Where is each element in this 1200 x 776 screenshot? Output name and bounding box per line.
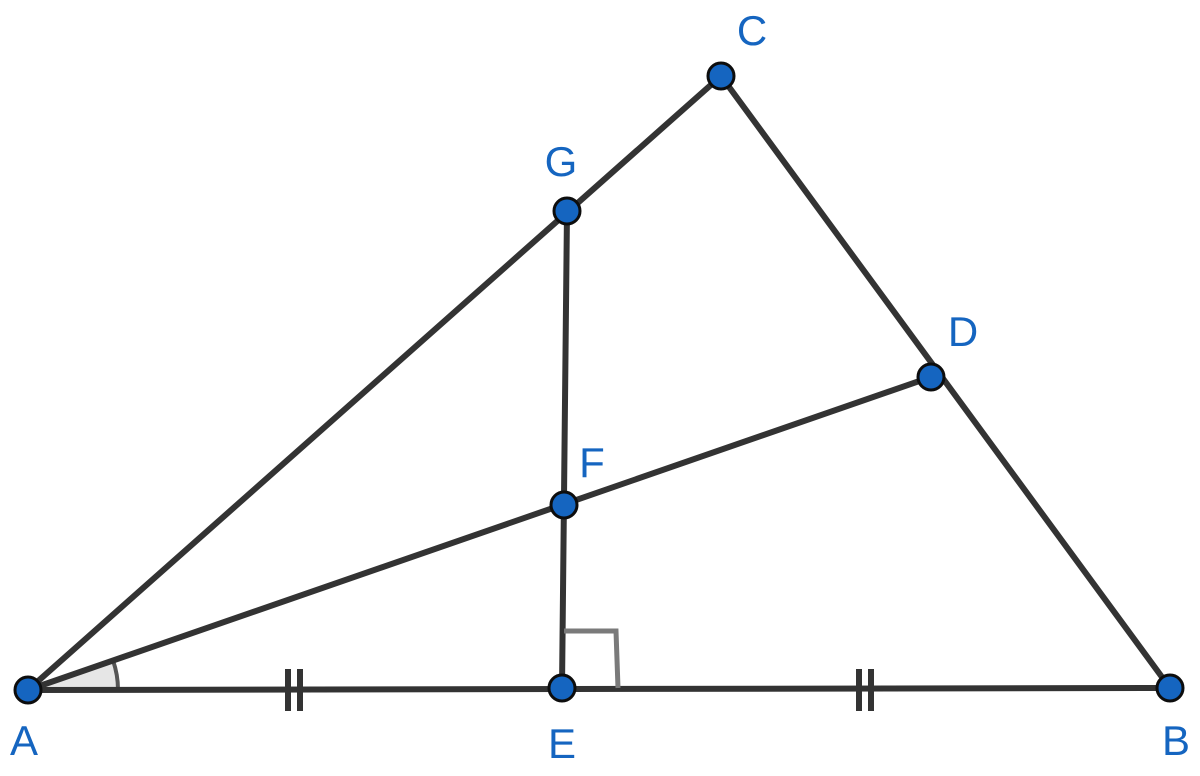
segments [25, 73, 1173, 693]
label-F: F [579, 439, 605, 486]
label-G: G [545, 138, 578, 185]
label-D: D [948, 308, 978, 355]
segment-CB [718, 73, 1173, 691]
right-angle-marker-E [564, 628, 621, 689]
label-C: C [737, 7, 767, 54]
point-G[interactable] [552, 196, 582, 226]
point-E[interactable] [547, 673, 577, 703]
equal-mark-EB [856, 669, 874, 711]
segment-AD [25, 374, 934, 693]
point-B[interactable] [1155, 673, 1185, 703]
point-C[interactable] [706, 61, 736, 91]
point-A[interactable] [13, 675, 43, 705]
segment-GE [559, 208, 570, 691]
label-B: B [1162, 717, 1190, 764]
label-E: E [548, 720, 576, 767]
equal-mark-AE [285, 669, 303, 711]
segment-AC [25, 73, 724, 693]
point-labels: A B C D E F G [10, 7, 1190, 767]
segment-AB [25, 685, 1173, 693]
point-F[interactable] [549, 490, 579, 520]
points [13, 61, 1185, 705]
point-D[interactable] [916, 362, 946, 392]
label-A: A [10, 717, 38, 764]
